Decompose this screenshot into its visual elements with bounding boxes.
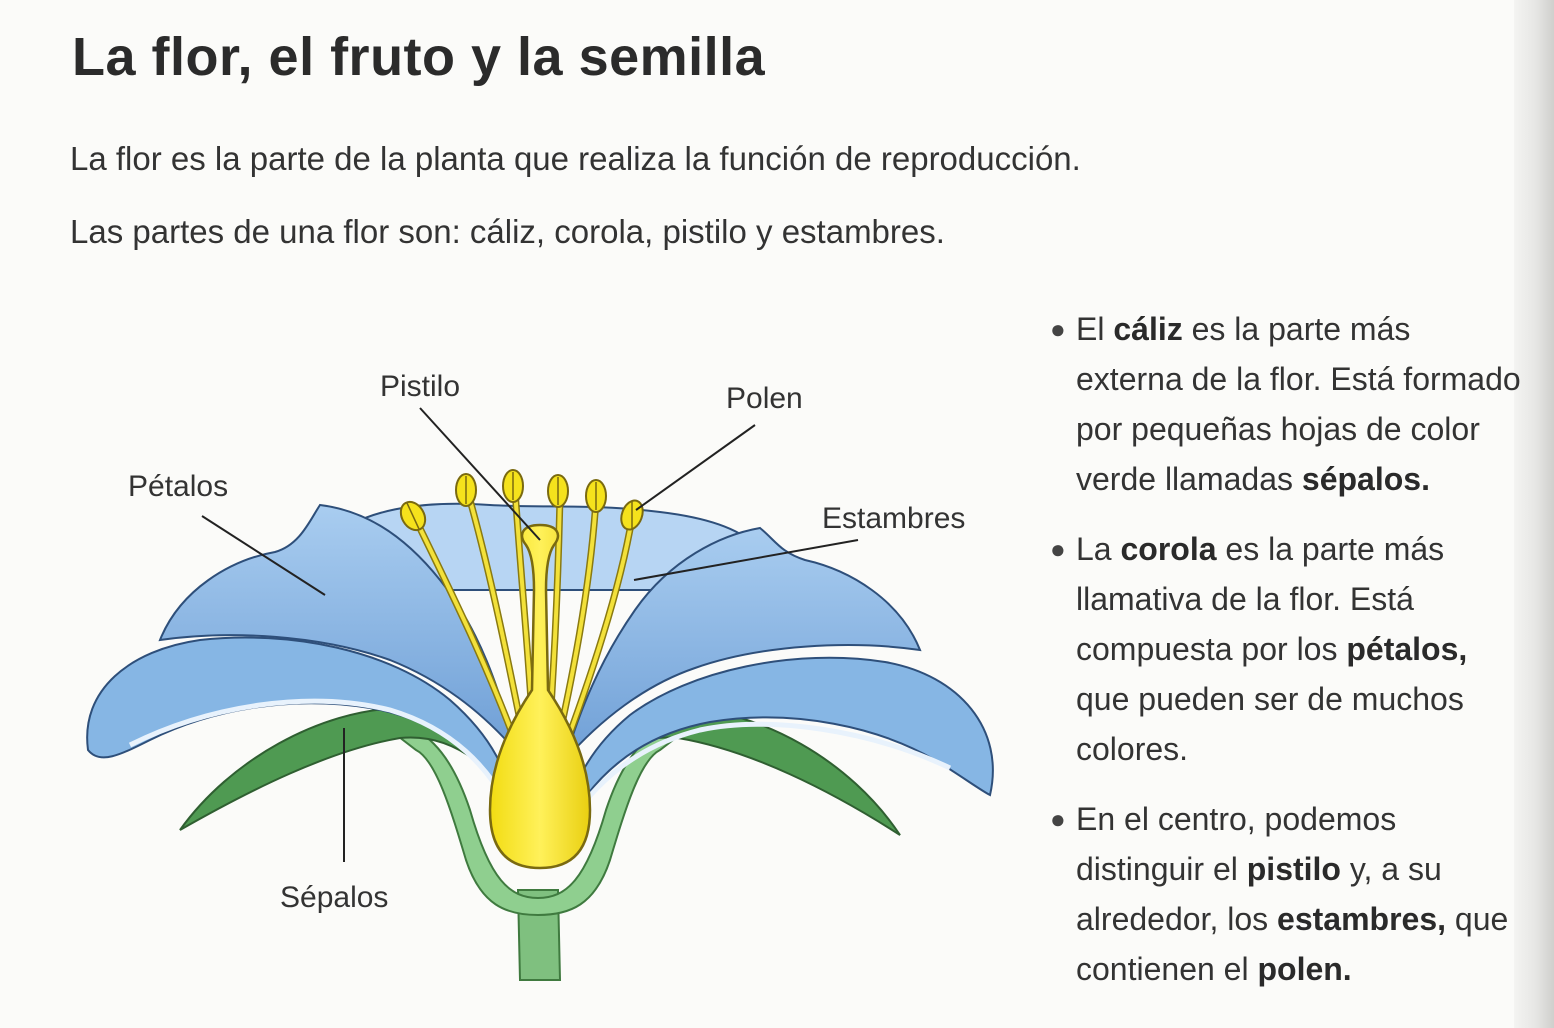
fact-text: La (1076, 531, 1121, 567)
label-pistilo: Pistilo (380, 370, 460, 403)
leader-polen (635, 424, 756, 511)
bullet-icon: ● (1050, 804, 1066, 834)
page-edge (1514, 0, 1554, 1028)
fact-text: En el centro, podemos distinguir el (1076, 801, 1397, 887)
fact-item: ● El cáliz es la parte más externa de la … (1048, 304, 1522, 504)
facts-list: ● El cáliz es la parte más externa de la … (1048, 304, 1522, 1014)
fact-keyword: pistilo (1246, 851, 1341, 887)
fact-item: ● La corola es la parte más llamativa de … (1048, 524, 1522, 774)
pistil (488, 523, 592, 870)
intro-paragraph-1: La flor es la parte de la planta que rea… (70, 140, 1081, 177)
label-polen: Polen (726, 382, 803, 415)
fact-text: El (1076, 311, 1114, 347)
flower-diagram: Pistilo Polen Pétalos Estambres Sépalos (86, 370, 994, 981)
label-petalos: Pétalos (128, 470, 228, 503)
bullet-icon: ● (1050, 314, 1066, 344)
petal-sheen-right (562, 721, 952, 832)
stamens-fill (413, 488, 634, 762)
fact-text: que pueden ser de muchos colores. (1076, 681, 1464, 767)
fact-keyword: pétalos, (1346, 631, 1468, 667)
fact-text: que contienen el (1076, 901, 1509, 987)
fact-text: y, a su alrededor, los (1076, 851, 1442, 937)
leader-estambres (633, 539, 859, 581)
label-sepalos: Sépalos (280, 881, 388, 914)
anthers (399, 469, 644, 532)
fact-keyword: polen. (1257, 951, 1352, 987)
fact-item: ● En el centro, podemos distinguir el pis… (1048, 794, 1522, 994)
label-estambres: Estambres (822, 502, 965, 535)
fact-text: es la parte más externa de la flor. Está… (1076, 311, 1521, 497)
fact-keyword: corola (1120, 531, 1217, 567)
fact-text: es la parte más llamativa de la flor. Es… (1076, 531, 1445, 667)
bullet-icon: ● (1050, 534, 1066, 564)
fact-keyword: sépalos. (1301, 461, 1430, 497)
leader-pistilo (419, 407, 541, 541)
fact-keyword: cáliz (1113, 311, 1183, 347)
intro-paragraph-2: Las partes de una flor son: cáliz, corol… (70, 213, 945, 250)
page-title: La flor, el fruto y la semilla (72, 27, 766, 87)
fact-keyword: estambres, (1277, 901, 1446, 937)
leader-petalos (201, 515, 326, 596)
petal-right-inner (564, 526, 922, 761)
petal-sheen-left (128, 698, 518, 822)
